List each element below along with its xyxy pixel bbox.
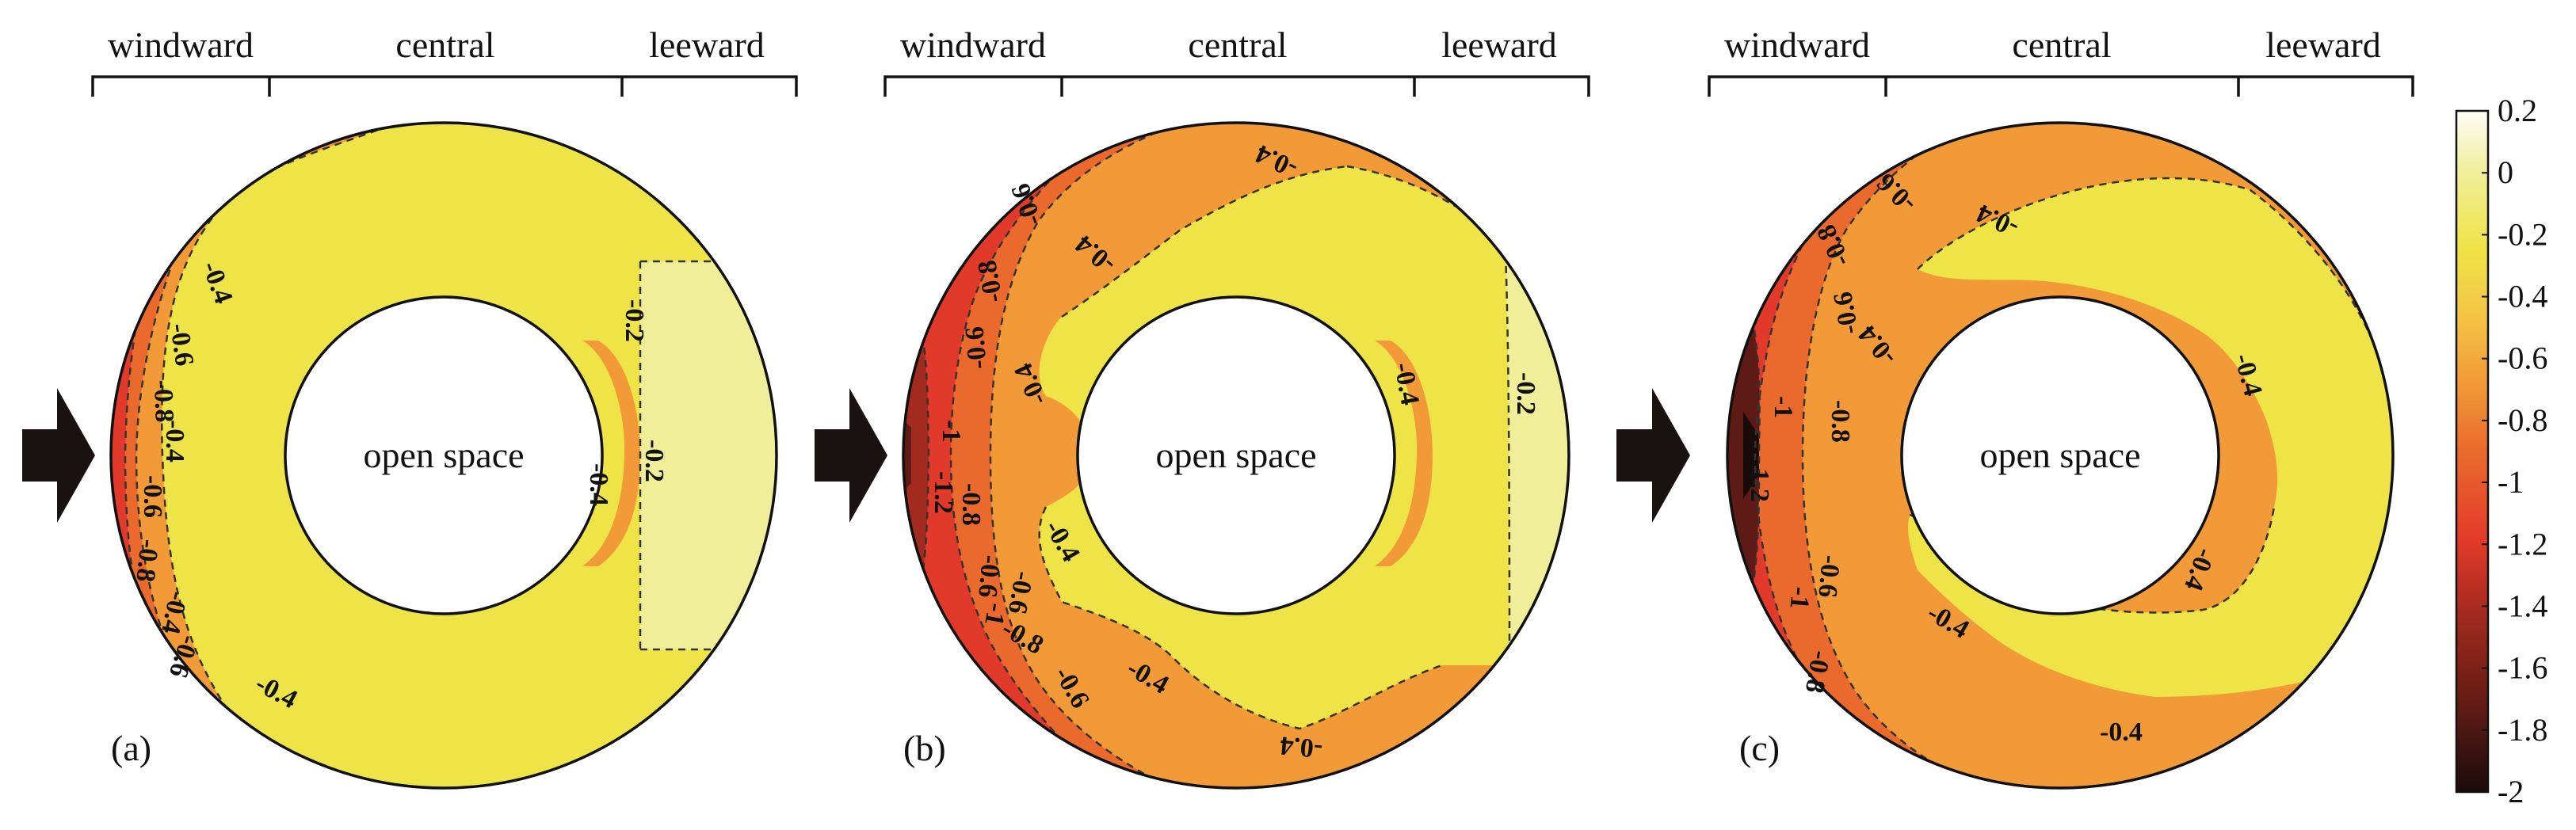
contour-label: -0.4 (1388, 360, 1425, 407)
colorbar: 0.2 0 -0.2 -0.4 -0.6 -0.8 -1 -1.2 -1.4 -1.6 -1.8 -2 (2455, 93, 2547, 809)
contour-label: -1 (979, 601, 1011, 628)
panel-b: windward central leeward open space (815, 25, 1590, 790)
colorbar-tick-label: -1.6 (2498, 650, 2547, 686)
region-label-central: central (1188, 25, 1287, 65)
panel-letter-a: (a) (111, 728, 151, 768)
colorbar-tick-label: 0.2 (2498, 93, 2537, 128)
colorbar-tick-label: -1 (2498, 464, 2524, 500)
colorbar-tick-label: -0.6 (2498, 341, 2547, 376)
outer-ring-b (902, 121, 1570, 790)
region-label-leeward: leeward (649, 25, 765, 65)
contour-label: -0.6 (138, 475, 167, 518)
region-label-leeward: leeward (1441, 25, 1557, 65)
open-space-c (1900, 295, 2220, 615)
contour-label: -0.4 (160, 420, 189, 463)
panel-letter-c: (c) (1739, 728, 1780, 768)
region-label-leeward: leeward (2265, 25, 2381, 65)
contour-label: -0.8 (1799, 649, 1836, 695)
contour-label: -0.4 (1279, 730, 1324, 763)
open-space-a (284, 295, 604, 615)
contour-label: -0.2 (620, 299, 649, 342)
region-label-windward: windward (900, 25, 1046, 65)
open-space-b (1076, 295, 1396, 615)
colorbar-tick-label: -0.8 (2498, 402, 2547, 438)
contour-label: -1 (1769, 396, 1798, 418)
contour-label: -0.8 (972, 258, 1009, 305)
contour-label: -1.2 (1745, 459, 1774, 502)
contour-label: -0.6 (164, 322, 199, 367)
contour-labels-a: -0.4 -0.6 -0.8 -0.4 -0.6 -0.8 -0.4 -0.6 … (130, 257, 669, 714)
open-space-label-c: open space (1979, 435, 2140, 475)
colorbar-gradient (2455, 109, 2490, 794)
contour-label: -0.2 (1511, 372, 1540, 415)
contour-label: -0.6 (1812, 554, 1845, 599)
region-bracket-c: windward central leeward (1708, 25, 2414, 97)
contour-label: -1.2 (929, 471, 958, 514)
region-label-windward: windward (108, 25, 254, 65)
contour-label: -0.6 (1002, 569, 1039, 616)
panel-letter-b: (b) (903, 728, 946, 768)
contour-label: -0.8 (130, 538, 163, 583)
region-label-central: central (395, 25, 494, 65)
contour-label: -0.8 (1826, 400, 1855, 443)
colorbar-tick-label: -1.8 (2498, 712, 2547, 748)
outer-ring-c (1726, 121, 2395, 790)
contour-label: -1 (1784, 585, 1815, 610)
outer-ring-a (109, 121, 778, 790)
contour-label: -0.6 (1828, 290, 1864, 337)
region-label-central: central (2012, 25, 2111, 65)
panel-a: windward central leeward open space -0.4… (22, 25, 798, 790)
colorbar-tick-label: -0.2 (2498, 216, 2547, 252)
wind-arrow-icon (1616, 388, 1690, 523)
colorbar-tick-label: -2 (2498, 774, 2524, 809)
colorbar-tick-label: -1.4 (2498, 588, 2547, 623)
contour-label: -0.6 (960, 326, 993, 371)
contour-label: -1 (937, 420, 966, 442)
contour-label: -0.8 (956, 483, 986, 526)
region-label-windward: windward (1724, 25, 1870, 65)
contour-label: -0.6 (972, 554, 1006, 599)
region-bracket-b: windward central leeward (883, 25, 1590, 97)
colorbar-ticks: 0.2 0 -0.2 -0.4 -0.6 -0.8 -1 -1.2 -1.4 -1.6 -1.8 -2 (2482, 93, 2547, 809)
wind-arrow-icon (815, 388, 887, 523)
region-bracket-a: windward central leeward (91, 25, 798, 97)
contour-label: -0.4 (584, 463, 613, 506)
colorbar-tick-label: -1.2 (2498, 526, 2547, 562)
contour-label: -0.4 (2100, 718, 2143, 747)
colorbar-tick-label: -0.4 (2498, 279, 2547, 314)
contour-label: -0.2 (639, 440, 669, 482)
wind-arrow-icon (22, 388, 95, 523)
colorbar-tick-label: 0 (2498, 154, 2513, 190)
open-space-label-a: open space (363, 435, 524, 475)
contour-label: -0.8 (148, 379, 179, 423)
open-space-label-b: open space (1155, 435, 1316, 475)
panel-c: windward central leeward open space -0.6… (1616, 25, 2414, 790)
